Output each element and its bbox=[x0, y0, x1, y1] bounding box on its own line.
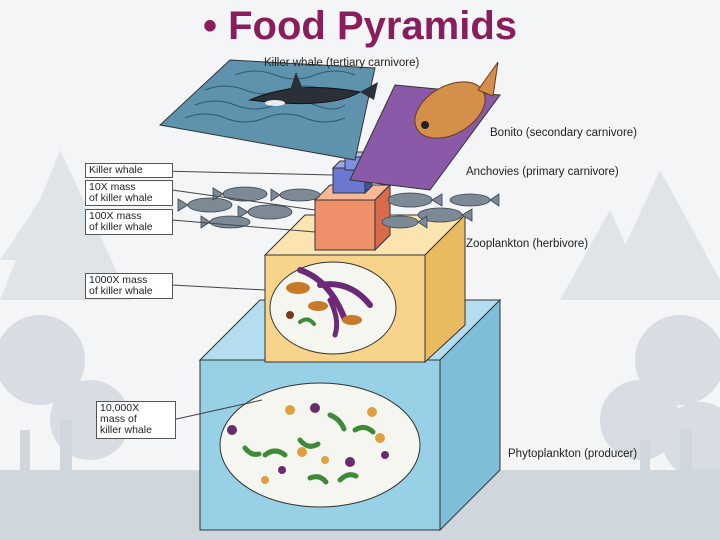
killer-whale-panel bbox=[158, 59, 378, 161]
title-bullet: • bbox=[202, 4, 217, 48]
role-label-zooplankton: Zooplankton (herbivore) bbox=[466, 238, 589, 250]
mass-label-phytoplankton: 10,000X mass of killer whale bbox=[96, 401, 176, 439]
mass-label-killer-whale: Killer whale bbox=[85, 163, 173, 178]
role-label-killer-whale: Killer whale (tertiary carnivore) bbox=[264, 57, 420, 69]
anchovy-cube bbox=[313, 183, 392, 252]
role-label-bonito: Bonito (secondary carnivore) bbox=[490, 127, 638, 139]
anchovy-school bbox=[177, 186, 500, 229]
mass-label-zooplankton: 1000X mass of killer whale bbox=[85, 273, 173, 299]
mass-label-bonito: 10X mass of killer whale bbox=[85, 180, 173, 206]
zooplankton-organisms bbox=[286, 267, 373, 338]
killer-whale-body bbox=[248, 72, 378, 106]
bonito-panel bbox=[349, 61, 501, 191]
mass-label-leaders bbox=[159, 170, 334, 421]
role-label-anchovies: Anchovies (primary carnivore) bbox=[466, 166, 619, 178]
bonito-fish bbox=[414, 61, 499, 139]
phytoplankton-cube bbox=[198, 298, 502, 532]
mass-label-anchovies: 100X mass of killer whale bbox=[85, 209, 173, 235]
slide-title: • Food Pyramids bbox=[0, 4, 720, 49]
role-label-phytoplankton: Phytoplankton (producer) bbox=[508, 448, 638, 460]
title-text: Food Pyramids bbox=[228, 4, 518, 48]
phytoplankton-cells bbox=[227, 403, 389, 485]
